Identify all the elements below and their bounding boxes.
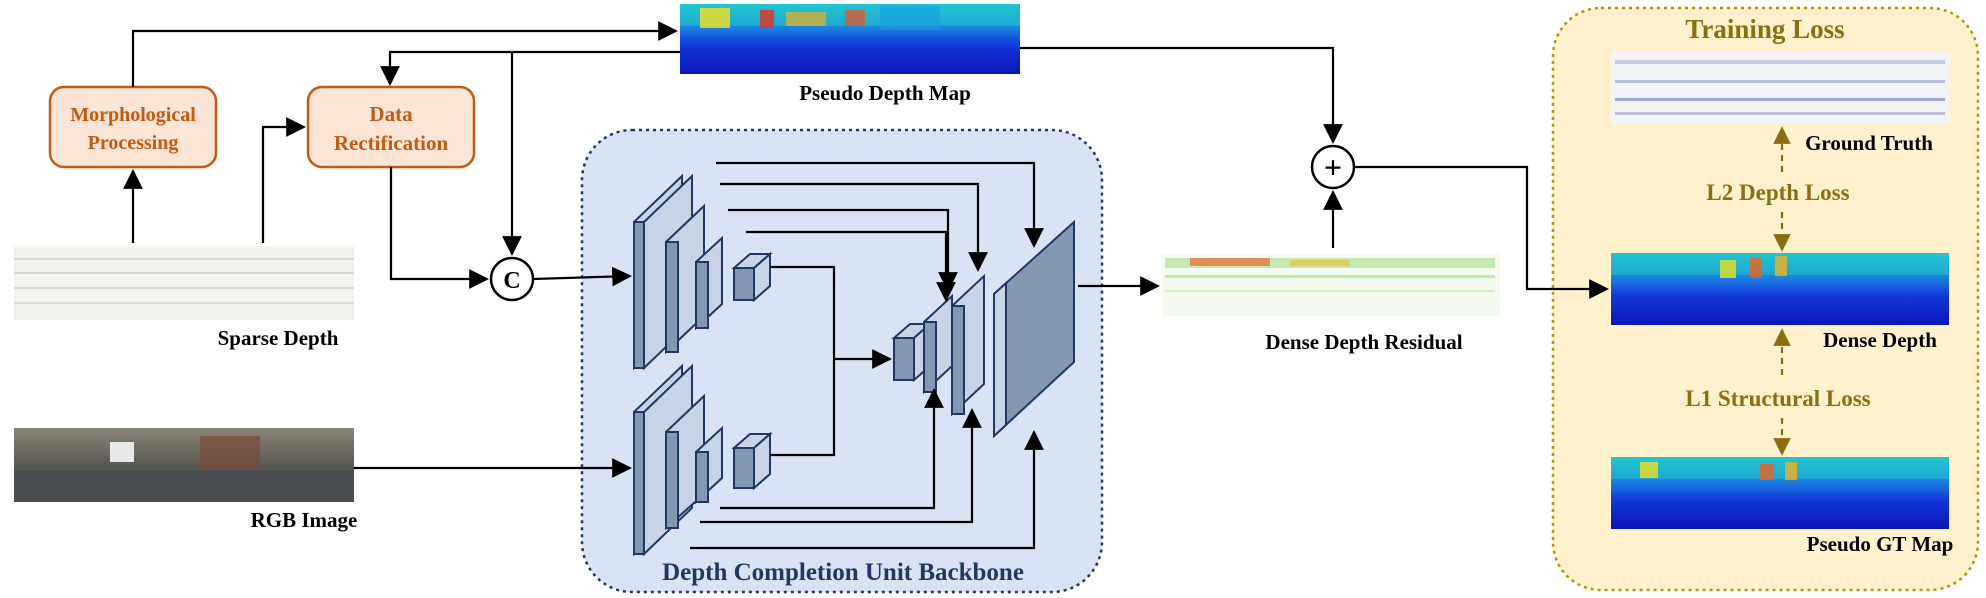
svg-text:Processing: Processing: [88, 132, 179, 154]
training-loss-title: Training Loss: [1685, 14, 1844, 44]
connector-lines: [123, 21, 1609, 550]
ground-truth-image: [1611, 52, 1949, 124]
pseudo-gt-map-image: [1611, 457, 1949, 529]
encoder-rgb-blocks: [633, 363, 773, 557]
decoder-blocks: [891, 219, 1075, 439]
ground-truth-label: Ground Truth: [1805, 131, 1933, 155]
pseudo-depth-map-image: [680, 4, 1020, 74]
pseudo-depth-map-label: Pseudo Depth Map: [799, 81, 971, 105]
rgb-image-label: RGB Image: [251, 508, 358, 532]
add-operator: +: [1310, 144, 1356, 190]
dense-depth-residual-image: [1162, 254, 1500, 316]
rgb-image: [14, 428, 354, 502]
data-rectification-box: Data Rectification: [306, 85, 476, 169]
encoder-depth-blocks: [633, 173, 773, 371]
svg-text:C: C: [503, 268, 520, 294]
l2-depth-loss-label: L2 Depth Loss: [1706, 180, 1849, 205]
sparse-depth-label: Sparse Depth: [218, 326, 339, 350]
sparse-depth-image: [14, 246, 354, 320]
dense-depth-residual-label: Dense Depth Residual: [1265, 330, 1462, 354]
pseudo-gt-map-label: Pseudo GT Map: [1807, 532, 1954, 556]
concat-operator: C: [489, 256, 535, 302]
svg-text:Rectification: Rectification: [334, 131, 449, 155]
dense-depth-label: Dense Depth: [1823, 328, 1937, 352]
dense-depth-image: [1611, 253, 1949, 325]
l1-structural-loss-label: L1 Structural Loss: [1685, 386, 1870, 411]
svg-text:Data: Data: [369, 102, 413, 126]
morphological-processing-box: Morphological Processing: [48, 85, 218, 169]
backbone-title: Depth Completion Unit Backbone: [662, 559, 1024, 586]
svg-text:Morphological: Morphological: [70, 104, 196, 126]
svg-text:+: +: [1324, 149, 1342, 185]
